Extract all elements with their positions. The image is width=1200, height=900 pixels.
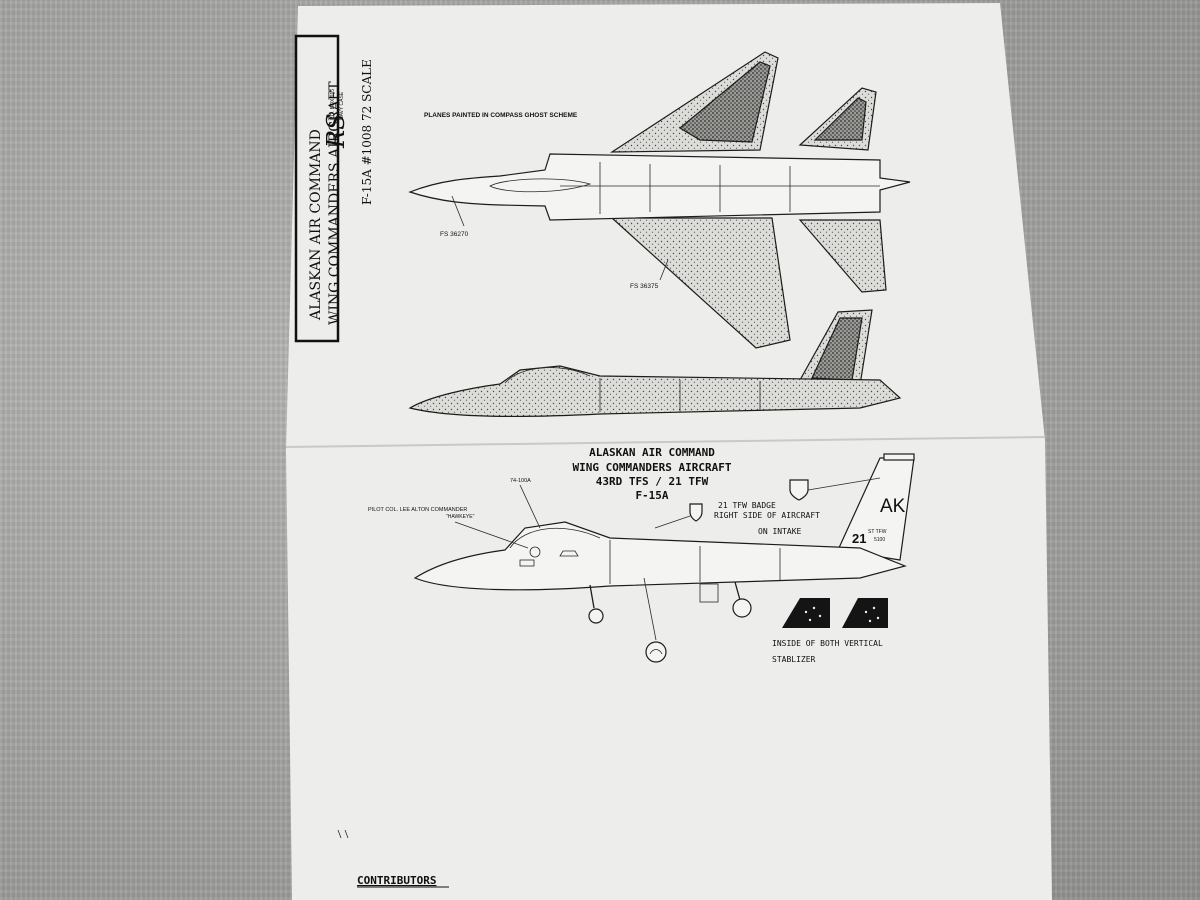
lower-title-line3: 43RD TFS / 21 TFW [596,475,709,488]
color-front-label: FS 36270 [440,231,469,238]
lower-title-line1: ALASKAN AIR COMMAND [589,446,715,459]
tail-wing: ST TFW [868,529,887,535]
badge-line2: RIGHT SIDE OF AIRCRAFT [714,511,820,520]
pilot-nickname: "HAWKEYE" [446,514,475,520]
stab-decal-right [842,598,888,628]
lower-title-line4: F-15A [635,489,668,502]
contributors-heading: CONTRIBUTORS [357,874,436,887]
tail-serial: 5100 [874,537,885,543]
logo-small2: NAVY CASE [339,91,345,120]
stab-line1: INSIDE OF BOTH VERTICAL [772,639,883,648]
serial-top-label: 74-100A [510,478,531,484]
side-title-line1: ALASKAN AIR COMMAND [308,129,324,321]
side-profile-markings: AK 21 ST TFW 5100 74-100A PILOT COL. LEE… [368,453,915,664]
badge-line1: 21 TFW BADGE [718,501,776,510]
tail-number: 21 [852,531,866,546]
side-title-line2: WING COMMANDERS AIRCRAFT [327,81,343,325]
side-view-aircraft-camo [408,309,902,418]
pilot-label: PILOT COL. LEE ALTON COMMANDER [368,507,467,513]
color-wing-label: FS 36375 [630,283,659,290]
tail-code: AK [880,496,906,517]
lower-title-block: ALASKAN AIR COMMAND WING COMMANDERS AIRC… [573,446,732,502]
stab-line2: STABLIZER [772,655,816,664]
logo-letters: RS [322,113,350,149]
top-view-aircraft: PLANES PAINTED IN COMPASS GHOST SCHEME F… [408,51,911,349]
top-view-caption: PLANES PAINTED IN COMPASS GHOST SCHEME [424,112,578,119]
side-title-block: ALASKAN AIR COMMAND WING COMMANDERS AIRC… [294,34,374,343]
footer: CONTRIBUTORS [337,829,449,888]
lower-title-line2: WING COMMANDERS AIRCRAFT [573,461,732,474]
logo-small1: P.O. BOX 915 [330,89,336,120]
side-title-line3: F-15A #1008 72 SCALE [360,59,374,205]
badge-line3: ON INTAKE [758,527,802,536]
